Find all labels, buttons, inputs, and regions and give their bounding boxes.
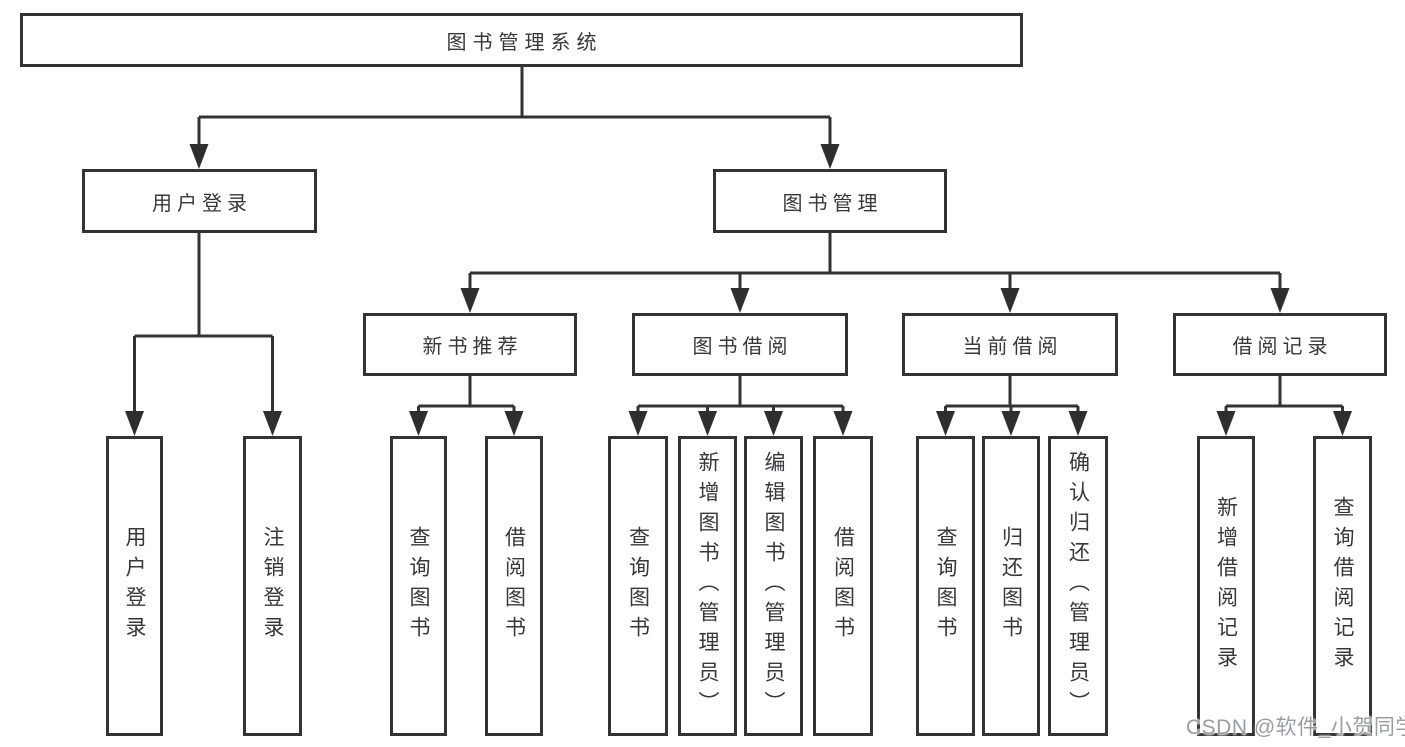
node-book-borrow-label: 图书借阅	[692, 336, 793, 358]
node-confirm-return-admin-label: 确认归还（管理员）	[1066, 451, 1090, 721]
node-user-login-label: 用户登录	[123, 526, 146, 646]
node-query-books-borrow: 查询图书	[608, 436, 668, 736]
arrow-down-icon	[698, 411, 717, 436]
node-return-books: 归还图书	[982, 436, 1040, 736]
node-book-borrow: 图书借阅	[632, 313, 848, 376]
node-root: 图书管理系统	[20, 13, 1023, 67]
node-add-borrow-record-label: 新增借阅记录	[1214, 496, 1238, 676]
node-query-books-borrow-label: 查询图书	[626, 526, 650, 646]
arrow-down-icon	[1270, 288, 1290, 313]
node-logout: 注销登录	[243, 436, 302, 736]
node-edit-books-admin: 编辑图书（管理员）	[744, 436, 803, 736]
arrow-down-icon	[1068, 411, 1088, 436]
arrow-down-icon	[833, 411, 853, 436]
arrow-down-icon	[1001, 411, 1021, 436]
arrow-down-icon	[628, 411, 648, 436]
arrow-down-icon	[1216, 411, 1236, 436]
connector-newbookrec-children	[409, 376, 524, 436]
node-book-mgmt-label: 图书管理	[782, 192, 883, 215]
node-current-borrow-label: 当前借阅	[962, 336, 1063, 358]
node-login-label: 用户登录	[152, 192, 252, 215]
connector-currentborrow-children	[936, 376, 1088, 436]
csdn-watermark: CSDN @软件_小贺同学	[1186, 716, 1405, 739]
connector-bookborrow-children	[628, 376, 853, 436]
arrow-down-icon	[504, 411, 524, 436]
node-query-books-current-label: 查询图书	[934, 526, 957, 646]
node-borrow-books-borrow: 借阅图书	[813, 436, 873, 736]
arrow-down-icon	[125, 411, 144, 436]
connector-root-children	[189, 67, 840, 169]
node-query-borrow-record-label: 查询借阅记录	[1331, 496, 1354, 676]
node-login: 用户登录	[82, 169, 317, 233]
node-root-label: 图书管理系统	[446, 31, 603, 54]
node-edit-books-admin-label: 编辑图书（管理员）	[762, 451, 785, 721]
arrow-down-icon	[1333, 411, 1352, 436]
arrow-down-icon	[1000, 288, 1020, 313]
node-borrow-books-rec-label: 借阅图书	[502, 526, 526, 646]
node-query-books-rec-label: 查询图书	[407, 526, 430, 646]
node-add-books-admin: 新增图书（管理员）	[678, 436, 737, 736]
arrow-down-icon	[820, 144, 840, 169]
connector-login-children	[125, 233, 282, 436]
node-new-book-rec-label: 新书推荐	[422, 336, 523, 358]
node-query-books-current: 查询图书	[916, 436, 975, 736]
node-borrow-record-label: 借阅记录	[1232, 336, 1333, 358]
node-book-mgmt: 图书管理	[713, 169, 947, 233]
connector-borrowrecord-children	[1216, 376, 1352, 436]
node-add-books-admin-label: 新增图书（管理员）	[696, 451, 719, 721]
node-logout-label: 注销登录	[261, 526, 284, 646]
node-add-borrow-record: 新增借阅记录	[1197, 436, 1255, 736]
node-query-books-rec: 查询图书	[390, 436, 447, 736]
node-borrow-record: 借阅记录	[1173, 313, 1387, 376]
node-confirm-return-admin: 确认归还（管理员）	[1048, 436, 1108, 736]
node-user-login: 用户登录	[106, 436, 163, 736]
arrow-down-icon	[936, 411, 955, 436]
arrow-down-icon	[409, 411, 428, 436]
connector-bookmgmt-children	[460, 233, 1290, 313]
arrow-down-icon	[730, 288, 750, 313]
node-new-book-rec: 新书推荐	[363, 313, 577, 376]
node-current-borrow: 当前借阅	[902, 313, 1118, 376]
node-return-books-label: 归还图书	[999, 526, 1023, 646]
arrow-down-icon	[764, 411, 783, 436]
node-query-borrow-record: 查询借阅记录	[1313, 436, 1372, 736]
arrow-down-icon	[460, 288, 480, 313]
arrow-down-icon	[189, 144, 209, 169]
node-borrow-books-rec: 借阅图书	[485, 436, 543, 736]
node-borrow-books-borrow-label: 借阅图书	[831, 526, 855, 646]
arrow-down-icon	[263, 411, 282, 436]
